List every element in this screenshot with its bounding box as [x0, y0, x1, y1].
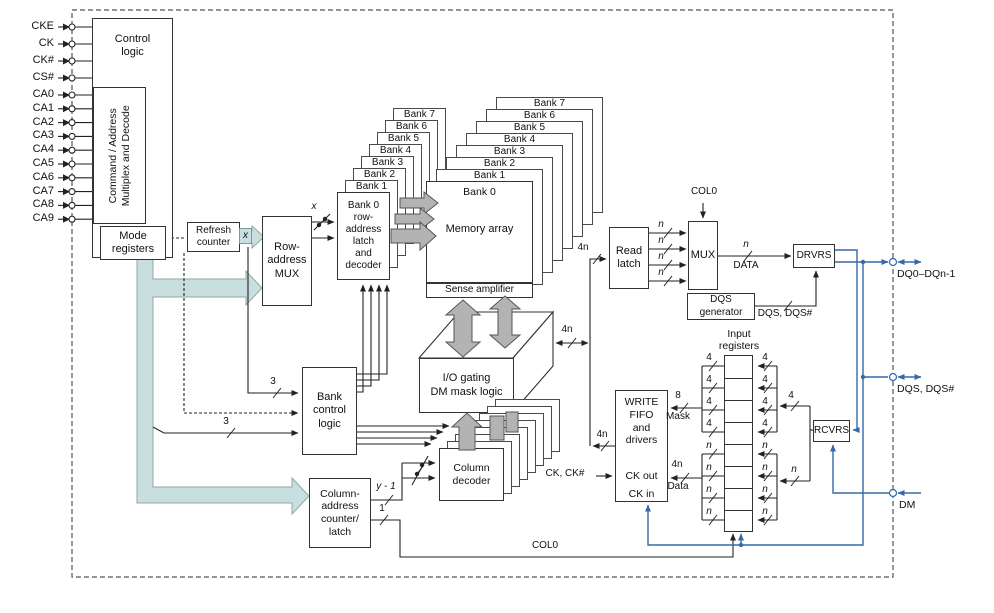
row-address-mux-label: Row- address MUX — [267, 240, 307, 280]
input-register-cell — [725, 378, 752, 400]
ck-out-label: CK out — [625, 470, 658, 482]
bank-control-label: Bank control logic — [312, 390, 347, 430]
bank-page-label: Bank 4 — [379, 145, 412, 156]
drvrs-box: DRVRS — [793, 244, 835, 268]
refresh-counter-label: Refresh counter — [195, 224, 231, 248]
column-counter-box: Column- address counter/ latch — [309, 478, 371, 548]
row-latch-label: Bank 0 row- address latch and decoder — [345, 200, 382, 271]
column-decoder-label: Column decoder — [452, 461, 491, 487]
bank-page-label: Bank 5 — [387, 133, 420, 144]
write-fifo-label: WRITE FIFO and drivers — [624, 396, 659, 447]
sense-amplifier-box: Sense amplifier — [426, 283, 533, 298]
bank-page-label: Bank 7 — [533, 98, 566, 109]
io-gating-box: I/O gating DM mask logic — [419, 358, 514, 413]
memory-array-box: Bank 0 Memory array — [426, 181, 533, 283]
command-pins — [58, 23, 92, 223]
input-register-cell — [725, 422, 752, 444]
bank-page-label: Bank 7 — [403, 109, 436, 120]
drvrs-label: DRVRS — [796, 249, 832, 261]
mode-registers-box: Mode registers — [100, 226, 166, 260]
column-counter-label: Column- address counter/ latch — [320, 487, 360, 538]
bank-page-label: Bank 1 — [355, 181, 388, 192]
bank-control-box: Bank control logic — [302, 367, 357, 455]
read-latch-box: Read latch — [609, 227, 649, 289]
control-logic-label: Control logic — [114, 33, 151, 59]
refresh-x-label: x — [243, 230, 248, 241]
bank-page-label: Bank 2 — [483, 158, 516, 169]
chip-boundary — [71, 9, 894, 578]
cmd-addr-label: Command / Address Multiplex and Decode — [106, 105, 132, 206]
bank-page-label: Bank 5 — [513, 122, 546, 133]
bank-page-label: Bank 6 — [523, 110, 556, 121]
cmd-addr-box: Command / Address Multiplex and Decode — [93, 87, 146, 224]
refresh-counter-box: Refresh counter — [187, 222, 240, 252]
mux-label: MUX — [690, 248, 716, 261]
mode-registers-label: Mode registers — [111, 229, 155, 255]
sense-amplifier-label: Sense amplifier — [445, 284, 514, 296]
rcvrs-box: RCVRS — [813, 420, 850, 442]
input-register-cell — [725, 400, 752, 422]
bank-page-label: Bank 2 — [363, 169, 396, 180]
bank-page-label: Bank 6 — [395, 121, 428, 132]
input-registers-box — [724, 355, 753, 532]
input-register-cell — [725, 510, 752, 532]
bank-page-label: Bank 3 — [371, 157, 404, 168]
memory-array-label: Memory array — [445, 222, 514, 235]
mux-box: MUX — [688, 221, 718, 290]
column-decoder-box: Column decoder — [439, 448, 504, 501]
io-gating-label: I/O gating DM mask logic — [430, 372, 503, 398]
bank-page-label: Bank 3 — [493, 146, 526, 157]
dqs-generator-box: DQS generator — [687, 293, 755, 320]
input-register-cell — [725, 444, 752, 466]
input-register-cell — [725, 466, 752, 488]
input-register-cell — [725, 356, 752, 378]
refresh-x-tag: x — [239, 228, 252, 244]
junction-dots — [316, 216, 866, 548]
row-latch-box: Bank 0 row- address latch and decoder — [337, 192, 390, 280]
bank-page-label: Bank 4 — [503, 134, 536, 145]
bank-page-label: Bank 1 — [473, 170, 506, 181]
ck-in-label: CK in — [628, 488, 655, 500]
write-fifo-box: WRITE FIFO and drivers CK out CK in — [615, 390, 668, 502]
read-latch-label: Read latch — [615, 244, 643, 270]
control-logic-box: Control logic — [92, 18, 173, 258]
rcvrs-label: RCVRS — [814, 424, 850, 436]
input-register-cell — [725, 488, 752, 510]
dqs-generator-label: DQS generator — [699, 294, 743, 318]
row-address-mux-box: Row- address MUX — [262, 216, 312, 306]
memory-bank0-label: Bank 0 — [463, 186, 496, 198]
io-pads — [888, 257, 898, 498]
